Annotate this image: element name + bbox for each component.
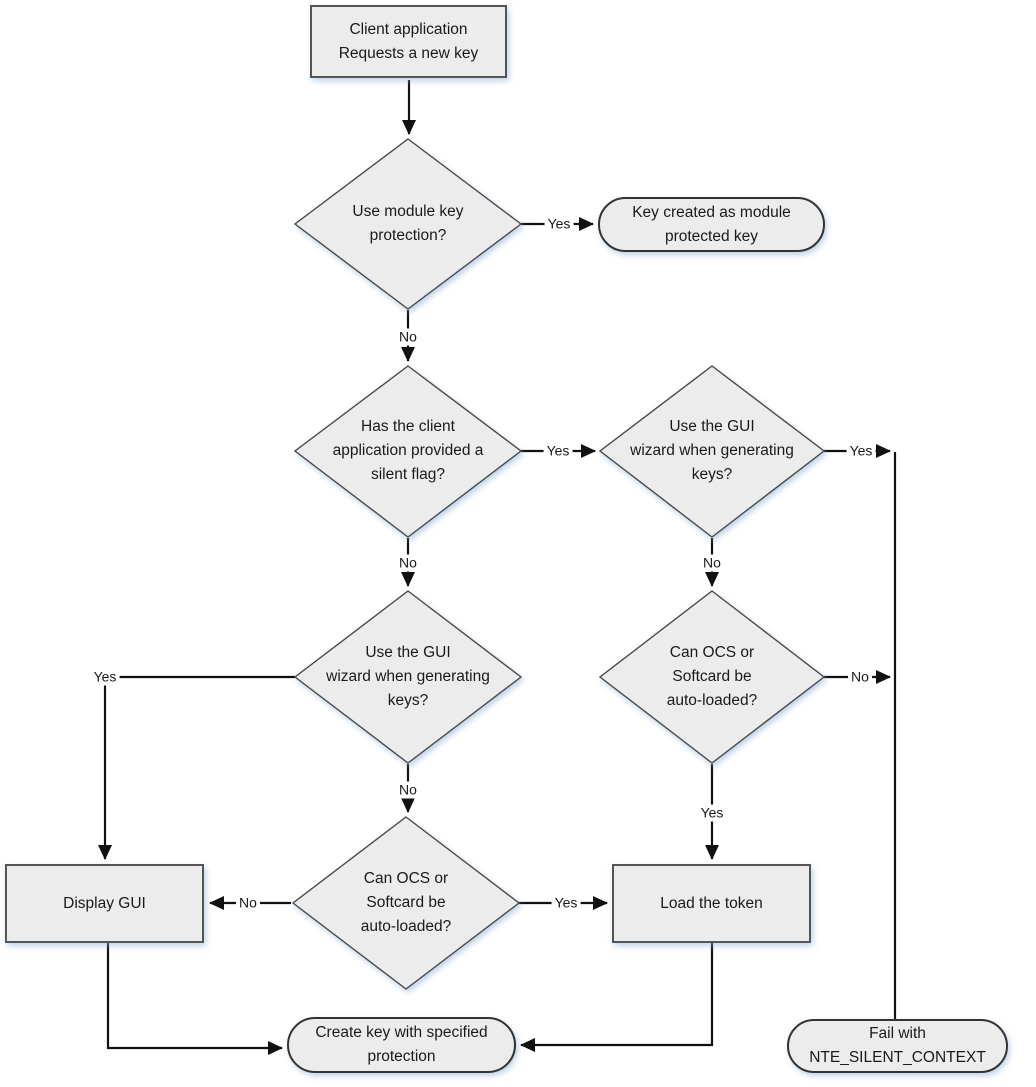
node-fail-nte-silent-context: Fail with NTE_SILENT_CONTEXT (787, 1019, 1008, 1073)
edge-label-wizard-right-yes: Yes (846, 442, 876, 460)
decision-shape-gui-wizard-right (598, 365, 826, 538)
edge-label-wizard-right-no: No (700, 554, 724, 572)
edge-label-ocs-bottom-yes: Yes (551, 894, 581, 912)
edge-wizard-left-yes (98, 675, 295, 860)
decision-shape-ocs-softcard-right (598, 590, 826, 764)
edge-label-module-yes: Yes (544, 215, 574, 233)
edge-label-ocs-right-no: No (848, 668, 872, 686)
node-key-created-module-protected: Key created as module protected key (598, 197, 825, 252)
edge-label-wizard-left-yes: Yes (90, 668, 120, 686)
node-create-key-specified-protection: Create key with specified protection (287, 1017, 516, 1073)
edge-label-module-no: No (396, 328, 420, 346)
decision-shape-use-module-key (293, 138, 523, 310)
edge-displaygui-to-create (106, 943, 283, 1055)
edge-loadtoken-to-create (520, 943, 714, 1052)
edge-label-ocs-bottom-no: No (236, 894, 260, 912)
decision-shape-gui-wizard-left (293, 590, 523, 764)
edge-label-silent-no: No (396, 554, 420, 572)
decision-shape-silent-flag (293, 365, 523, 538)
edge-label-ocs-right-yes: Yes (697, 804, 727, 822)
decision-shape-ocs-softcard-bottom (291, 816, 521, 990)
node-display-gui: Display GUI (5, 864, 204, 943)
edge-label-silent-yes: Yes (543, 442, 573, 460)
node-client-application-request: Client application Requests a new key (310, 5, 507, 78)
node-load-the-token: Load the token (612, 864, 811, 943)
edge-label-wizard-left-no: No (396, 781, 420, 799)
